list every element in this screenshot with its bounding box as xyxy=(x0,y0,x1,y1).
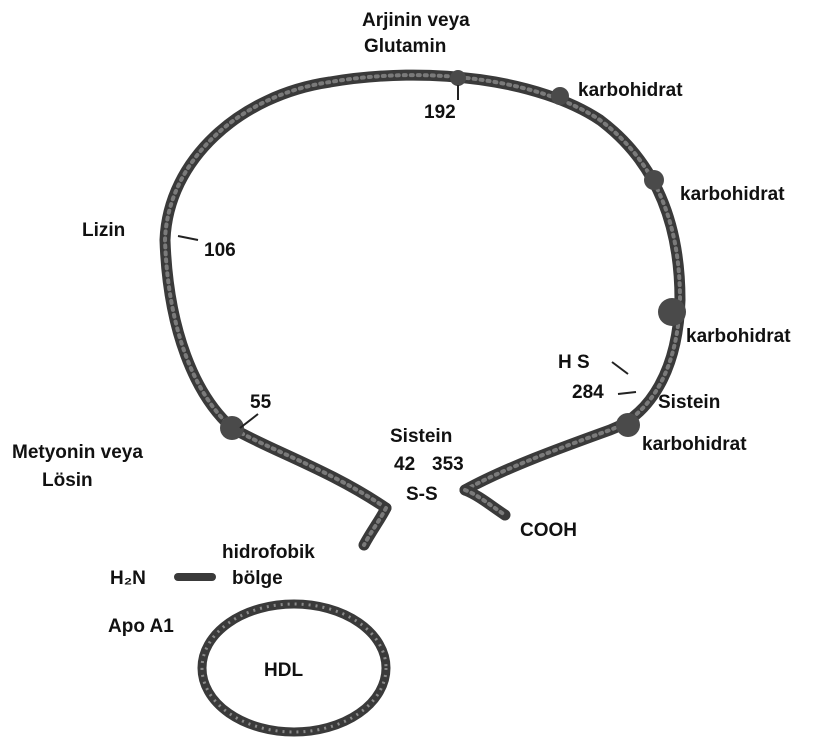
carbohydrate-blob-4 xyxy=(616,413,640,437)
n-terminal-tail xyxy=(364,508,386,545)
arginine-blob xyxy=(450,70,466,86)
arginine-label-line1: Arjinin veya xyxy=(362,10,470,31)
position-55: 55 xyxy=(250,392,272,413)
carbohydrate-label-1: karbohidrat xyxy=(578,80,683,101)
methionine-label-line2: Lösin xyxy=(42,470,93,491)
thiol-label: H S xyxy=(558,352,590,373)
carboxyl-terminus-label: COOH xyxy=(520,520,577,541)
tick-55 xyxy=(240,414,258,428)
methionine-label-line1: Metyonin veya xyxy=(12,442,143,463)
hdl-label: HDL xyxy=(264,660,303,681)
disulfide-bond-label: S-S xyxy=(406,484,438,505)
position-353: 353 xyxy=(432,454,464,475)
tick-106 xyxy=(178,236,198,240)
position-284: 284 xyxy=(572,382,604,403)
amino-terminus-label: H₂N xyxy=(110,568,146,589)
position-42: 42 xyxy=(394,454,415,475)
carbohydrate-label-4: karbohidrat xyxy=(642,434,747,455)
carbohydrate-blob-1 xyxy=(551,87,569,105)
carbohydrate-blob-3 xyxy=(658,298,686,326)
position-192: 192 xyxy=(424,102,456,123)
tick-hs xyxy=(612,362,628,374)
carbohydrate-attachments xyxy=(220,70,686,440)
cysteine-right-label: Sistein xyxy=(658,392,720,413)
hydrophobic-region-label-line2: bölge xyxy=(232,568,283,589)
carbohydrate-blob-2 xyxy=(644,170,664,190)
arginine-label-line2: Glutamin xyxy=(364,36,446,57)
c-terminal-tail xyxy=(465,490,505,515)
apo-a1-label: Apo A1 xyxy=(108,616,174,637)
carbohydrate-label-3: karbohidrat xyxy=(686,326,791,347)
cysteine-center-label: Sistein xyxy=(390,426,452,447)
carbohydrate-label-2: karbohidrat xyxy=(680,184,785,205)
lysine-label: Lizin xyxy=(82,220,125,241)
hydrophobic-region-label-line1: hidrofobik xyxy=(222,542,315,563)
tick-284 xyxy=(618,392,636,394)
position-106: 106 xyxy=(204,240,236,261)
